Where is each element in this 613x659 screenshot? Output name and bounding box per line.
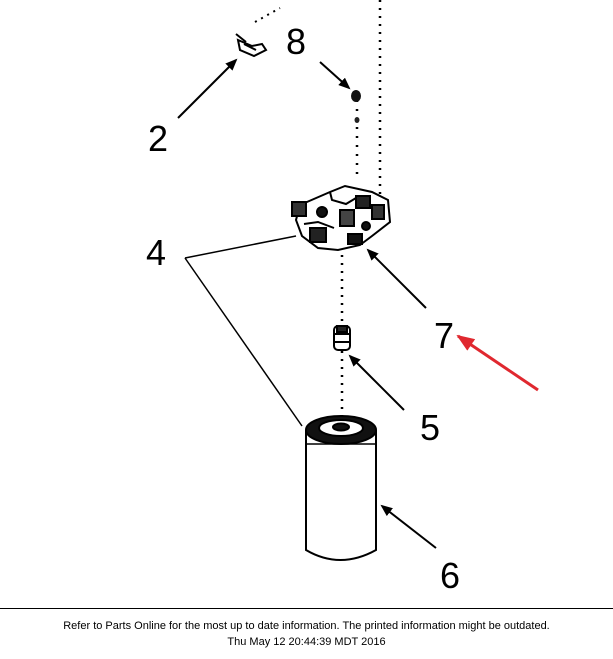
highlight-arrow [456, 334, 539, 392]
leader-4-to-canister [184, 257, 303, 427]
part-2-clip [235, 33, 268, 58]
callout-4: 4 [146, 232, 166, 273]
leader-2 [177, 58, 238, 119]
leader-8 [319, 61, 351, 90]
part-7-filter-head [291, 184, 392, 252]
part-8-fitting [351, 90, 361, 123]
leader-5 [348, 354, 405, 411]
footer-divider [0, 608, 613, 609]
callout-2: 2 [148, 118, 168, 159]
leader-4-to-head [184, 235, 297, 259]
footer-timestamp: Thu May 12 20:44:39 MDT 2016 [227, 636, 386, 648]
callout-6: 6 [440, 555, 460, 596]
parts-exploded-diagram: 2 8 4 7 5 6 [146, 0, 539, 596]
callout-5: 5 [420, 407, 440, 448]
part-6-filter-canister [305, 415, 377, 561]
leader-7 [366, 248, 427, 309]
footer-note: Refer to Parts Online for the most up to… [63, 620, 550, 632]
assembly-centerline-top-left [254, 7, 281, 23]
leader-6 [380, 504, 437, 549]
part-5-adapter [333, 325, 351, 351]
callout-8: 8 [286, 21, 306, 62]
callout-7: 7 [434, 315, 454, 356]
